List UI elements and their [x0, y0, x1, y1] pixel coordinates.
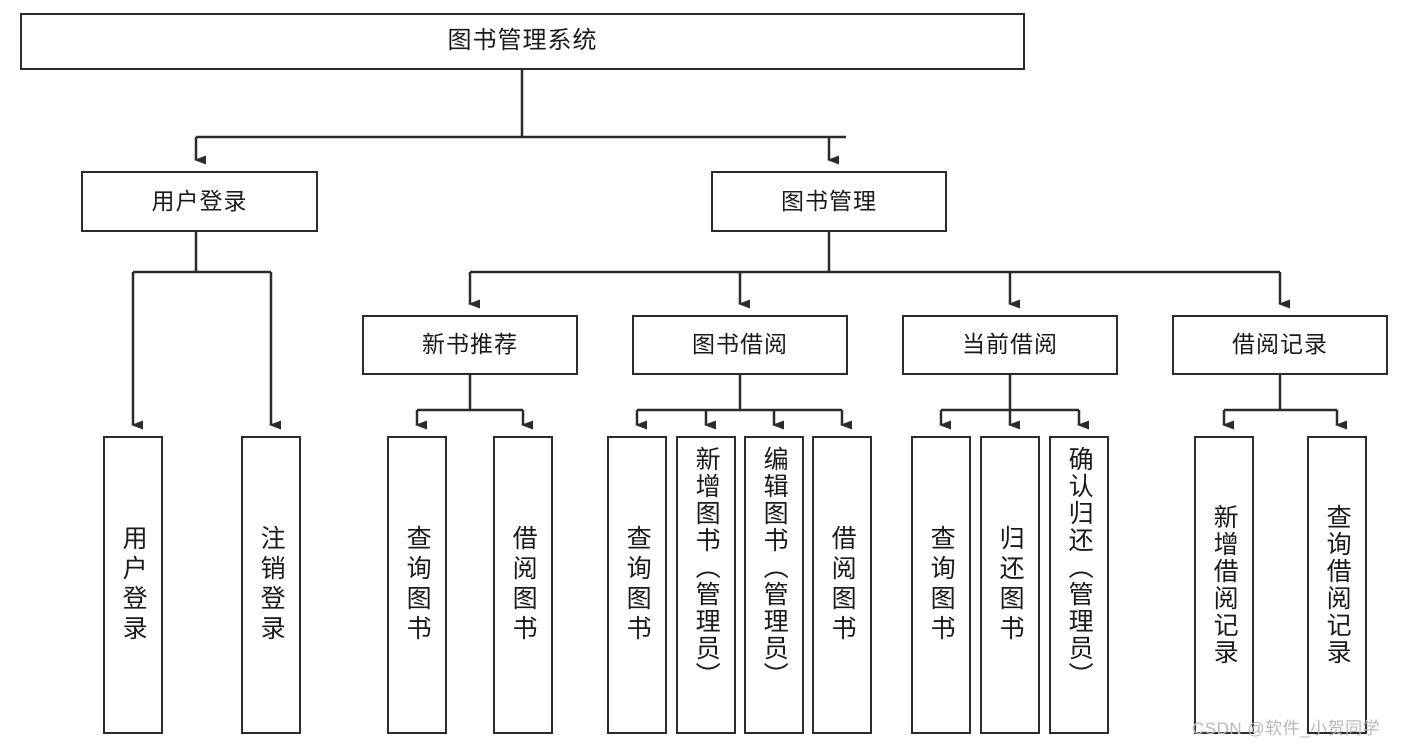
node-book-management[interactable]: 图书管理	[711, 171, 947, 232]
leaf-confirm-return-admin[interactable]: 确认归还（管理员）	[1049, 436, 1109, 734]
node-borrow-record[interactable]: 借阅记录	[1172, 315, 1388, 375]
leaf-query-book-recommend[interactable]: 查询图书	[387, 436, 447, 734]
leaf-edit-book-admin[interactable]: 编辑图书（管理员）	[744, 436, 804, 734]
node-label: 查询图书	[623, 525, 652, 645]
leaf-query-book-borrow[interactable]: 查询图书	[607, 436, 667, 734]
node-root-book-management-system[interactable]: 图书管理系统	[20, 13, 1025, 70]
node-label: 归还图书	[996, 525, 1025, 645]
node-user-login[interactable]: 用户登录	[81, 171, 318, 232]
leaf-borrow-book-borrow[interactable]: 借阅图书	[812, 436, 872, 734]
node-label: 借阅图书	[828, 525, 857, 645]
leaf-borrow-book-recommend[interactable]: 借阅图书	[493, 436, 553, 734]
leaf-logout-login[interactable]: 注销登录	[241, 436, 301, 734]
node-label: 查询图书	[403, 525, 432, 645]
node-label: 用户登录	[151, 187, 248, 214]
node-label: 当前借阅	[962, 331, 1058, 358]
leaf-return-book[interactable]: 归还图书	[980, 436, 1040, 734]
node-current-borrow[interactable]: 当前借阅	[902, 315, 1118, 375]
node-label: 图书管理	[781, 187, 877, 214]
node-label: 查询图书	[927, 525, 956, 645]
node-label: 图书借阅	[692, 331, 788, 358]
leaf-query-book-current[interactable]: 查询图书	[911, 436, 971, 734]
node-label: 新书推荐	[422, 331, 518, 358]
node-label: 图书管理系统	[447, 27, 598, 55]
leaf-query-borrow-record[interactable]: 查询借阅记录	[1307, 436, 1367, 734]
node-label: 新增借阅记录	[1210, 504, 1239, 666]
leaf-add-borrow-record[interactable]: 新增借阅记录	[1194, 436, 1254, 734]
node-label: 确认归还（管理员）	[1065, 446, 1094, 689]
leaf-add-book-admin[interactable]: 新增图书（管理员）	[676, 436, 736, 734]
node-label: 新增图书（管理员）	[692, 446, 721, 689]
csdn-watermark: CSDN @软件_小贺同学	[1192, 719, 1381, 738]
node-label: 借阅图书	[509, 525, 538, 645]
node-label: 用户登录	[119, 525, 148, 645]
node-new-book-recommend[interactable]: 新书推荐	[362, 315, 578, 375]
node-label: 注销登录	[257, 525, 286, 645]
node-label: 查询借阅记录	[1323, 504, 1352, 666]
node-label: 编辑图书（管理员）	[760, 446, 789, 689]
node-book-borrow[interactable]: 图书借阅	[632, 315, 848, 375]
node-label: 借阅记录	[1232, 331, 1328, 358]
leaf-user-login[interactable]: 用户登录	[103, 436, 163, 734]
